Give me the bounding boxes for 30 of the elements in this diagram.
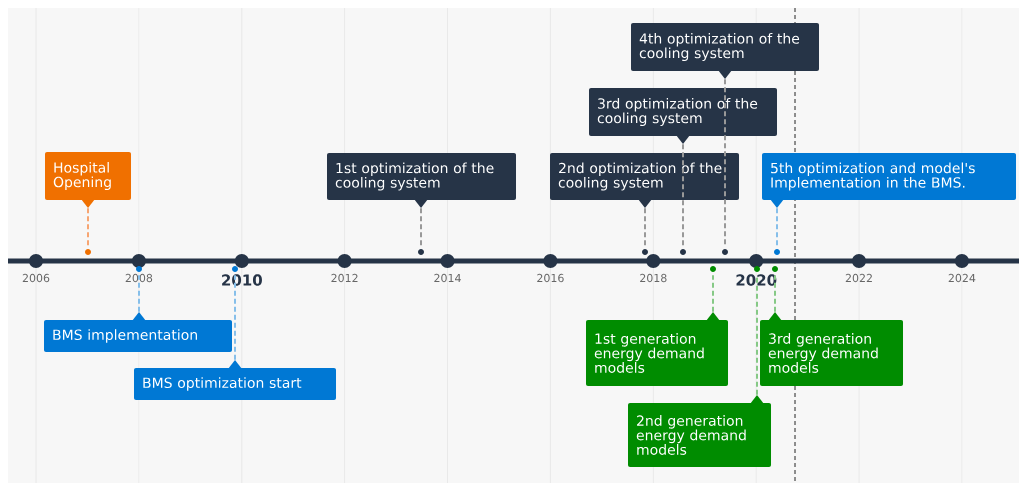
year-label: 2016 [537, 273, 564, 283]
leader-line [87, 207, 89, 247]
year-label: 2008 [125, 273, 153, 283]
year-label: 2024 [948, 273, 976, 283]
callout-box: 1st optimization of the cooling system [327, 153, 516, 208]
callout-box: 3rd optimization of the cooling system [589, 88, 777, 144]
callout-box: BMS optimization start [134, 360, 336, 400]
callout-box: 2nd generation energy demand models [628, 395, 771, 467]
year-label: 2012 [331, 273, 358, 283]
leader-line [776, 207, 778, 247]
year-label: 2014 [434, 273, 461, 283]
callout-box: Hospital Opening [45, 152, 131, 208]
leader-line [420, 207, 422, 247]
year-label: 2020 [736, 274, 777, 286]
callout-box: 3rd generation energy demand models [760, 312, 903, 386]
leader-line [644, 207, 646, 247]
callout-box: 1st generation energy demand models [586, 312, 728, 386]
year-label: 2018 [640, 273, 667, 283]
callout-box: 4th optimization of the cooling system [631, 23, 819, 79]
callout-box: 5th optimization and model's Implementation in the BMS. [762, 153, 1016, 208]
leader-line [682, 143, 684, 247]
leader-line [234, 274, 236, 361]
leader-line [138, 274, 140, 313]
callout-box: BMS implementation [44, 312, 232, 352]
year-label: 2006 [22, 273, 50, 283]
leader-line [774, 274, 776, 313]
leader-line [724, 78, 726, 247]
year-label: 2022 [845, 273, 872, 283]
leader-line [712, 274, 714, 313]
year-label: 2010 [222, 274, 262, 286]
